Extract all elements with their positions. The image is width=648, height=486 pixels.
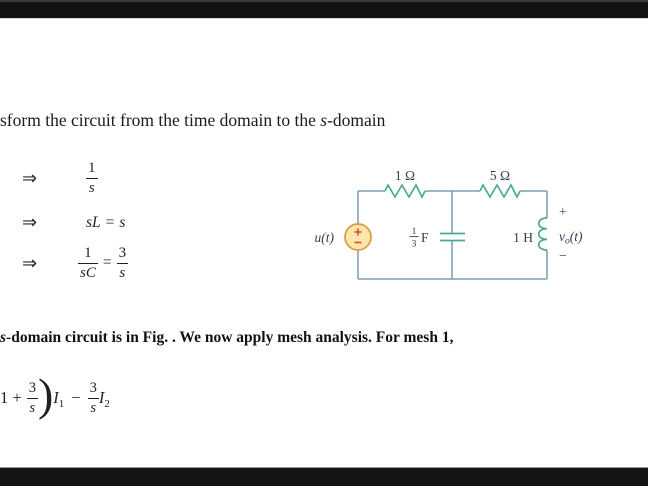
fraction-1-over-s: 1 s	[86, 160, 98, 197]
top-letterbox-bar	[0, 0, 648, 19]
inductor-coil-icon	[537, 217, 548, 251]
current-I2-base: I	[98, 388, 105, 407]
equals-sign: =	[105, 213, 115, 231]
resistor2-zigzag-icon	[479, 183, 521, 199]
title-italic-s: s	[320, 110, 328, 130]
resistor1-label: 1 Ω	[395, 168, 415, 183]
title-prefix: sform the circuit from the time domain t…	[0, 110, 321, 130]
closing-paren: )	[37, 369, 54, 420]
fraction-bar	[87, 397, 99, 399]
output-plus-sign: +	[559, 204, 567, 219]
fraction-bar	[78, 262, 98, 264]
resistor2-label: 5 Ω	[490, 168, 510, 183]
capacitor-plates-icon	[440, 232, 465, 242]
current-I1: I1	[53, 388, 65, 410]
fraction-denominator: s	[90, 399, 97, 416]
source-circle	[344, 223, 372, 251]
bodytext-italic-s: s	[0, 329, 7, 346]
mesh-equation: 1 + 3 s ) I1 − 3 s I2	[0, 371, 110, 425]
fraction-bar	[26, 397, 38, 399]
current-I2-subscript: 2	[104, 398, 110, 410]
derivation-row-1: ⇒ 1 s	[22, 160, 98, 197]
equation-prefix: 1 +	[0, 388, 22, 407]
fraction-numerator: 1	[84, 245, 92, 261]
derivation-row-2: ⇒ sL = s	[22, 212, 125, 233]
implies-arrow-icon: ⇒	[22, 167, 38, 189]
fraction-numerator: 1	[88, 160, 96, 176]
output-v: v	[559, 229, 565, 244]
circuit-components	[384, 183, 548, 251]
fraction-numerator: 3	[118, 245, 127, 261]
output-of-t: (t)	[570, 229, 583, 244]
bodytext-rest: -domain circuit is in Fig. . We now appl…	[6, 329, 454, 346]
circuit-wires	[357, 190, 548, 280]
inductor-label: 1 H	[513, 230, 533, 245]
fraction-1-over-sC: 1 sC	[78, 245, 98, 282]
circuit-diagram: 1 Ω 5 Ω 1 3 F 1 H u(t) + vo(t) −	[315, 168, 583, 280]
fraction-numerator: 3	[28, 380, 36, 397]
output-minus-sign: −	[559, 248, 567, 263]
fraction-denominator: s	[119, 264, 126, 281]
derivation-row-3: ⇒ 1 sC = 3 s	[22, 245, 129, 282]
source-plus-icon	[354, 228, 362, 236]
mesh-analysis-text: s-domain circuit is in Fig. . We now app…	[0, 329, 453, 347]
capacitor-label: 1 3 F	[409, 227, 429, 250]
fraction-3-over-s: 3 s	[116, 245, 129, 282]
minus-sign: −	[71, 388, 81, 407]
resistor1-zigzag-icon	[384, 183, 426, 199]
source-label: u(t)	[315, 230, 335, 245]
fraction-numerator: 3	[89, 380, 97, 397]
fraction-denominator: sC	[80, 264, 96, 281]
fraction-bar	[116, 262, 129, 264]
fraction-denominator: s	[88, 179, 95, 196]
current-I1-subscript: 1	[58, 398, 65, 410]
capacitor-fraction-den: 3	[412, 240, 417, 250]
equals-sign: =	[102, 254, 112, 272]
implies-arrow-icon: ⇒	[22, 252, 38, 274]
current-I2: I2	[98, 388, 110, 410]
bottom-letterbox-bar	[0, 467, 648, 486]
equation-rhs: s	[119, 213, 126, 231]
implies-arrow-icon: ⇒	[22, 212, 38, 233]
fraction-3-over-s: 3 s	[26, 380, 38, 416]
fraction-bar	[86, 177, 98, 179]
fraction-3-over-s: 3 s	[87, 380, 99, 416]
voltage-source-icon	[344, 223, 372, 251]
page-title: sform the circuit from the time domain t…	[0, 110, 385, 131]
equation-lhs: sL	[86, 213, 101, 231]
title-suffix: -domain	[327, 110, 386, 130]
current-I1-base: I	[53, 388, 59, 407]
fraction-denominator: s	[29, 399, 36, 416]
capacitor-fraction-num: 1	[412, 227, 417, 237]
output-voltage-label: vo(t)	[559, 229, 583, 247]
capacitor-unit: F	[421, 230, 429, 245]
output-subscript: o	[565, 237, 570, 247]
